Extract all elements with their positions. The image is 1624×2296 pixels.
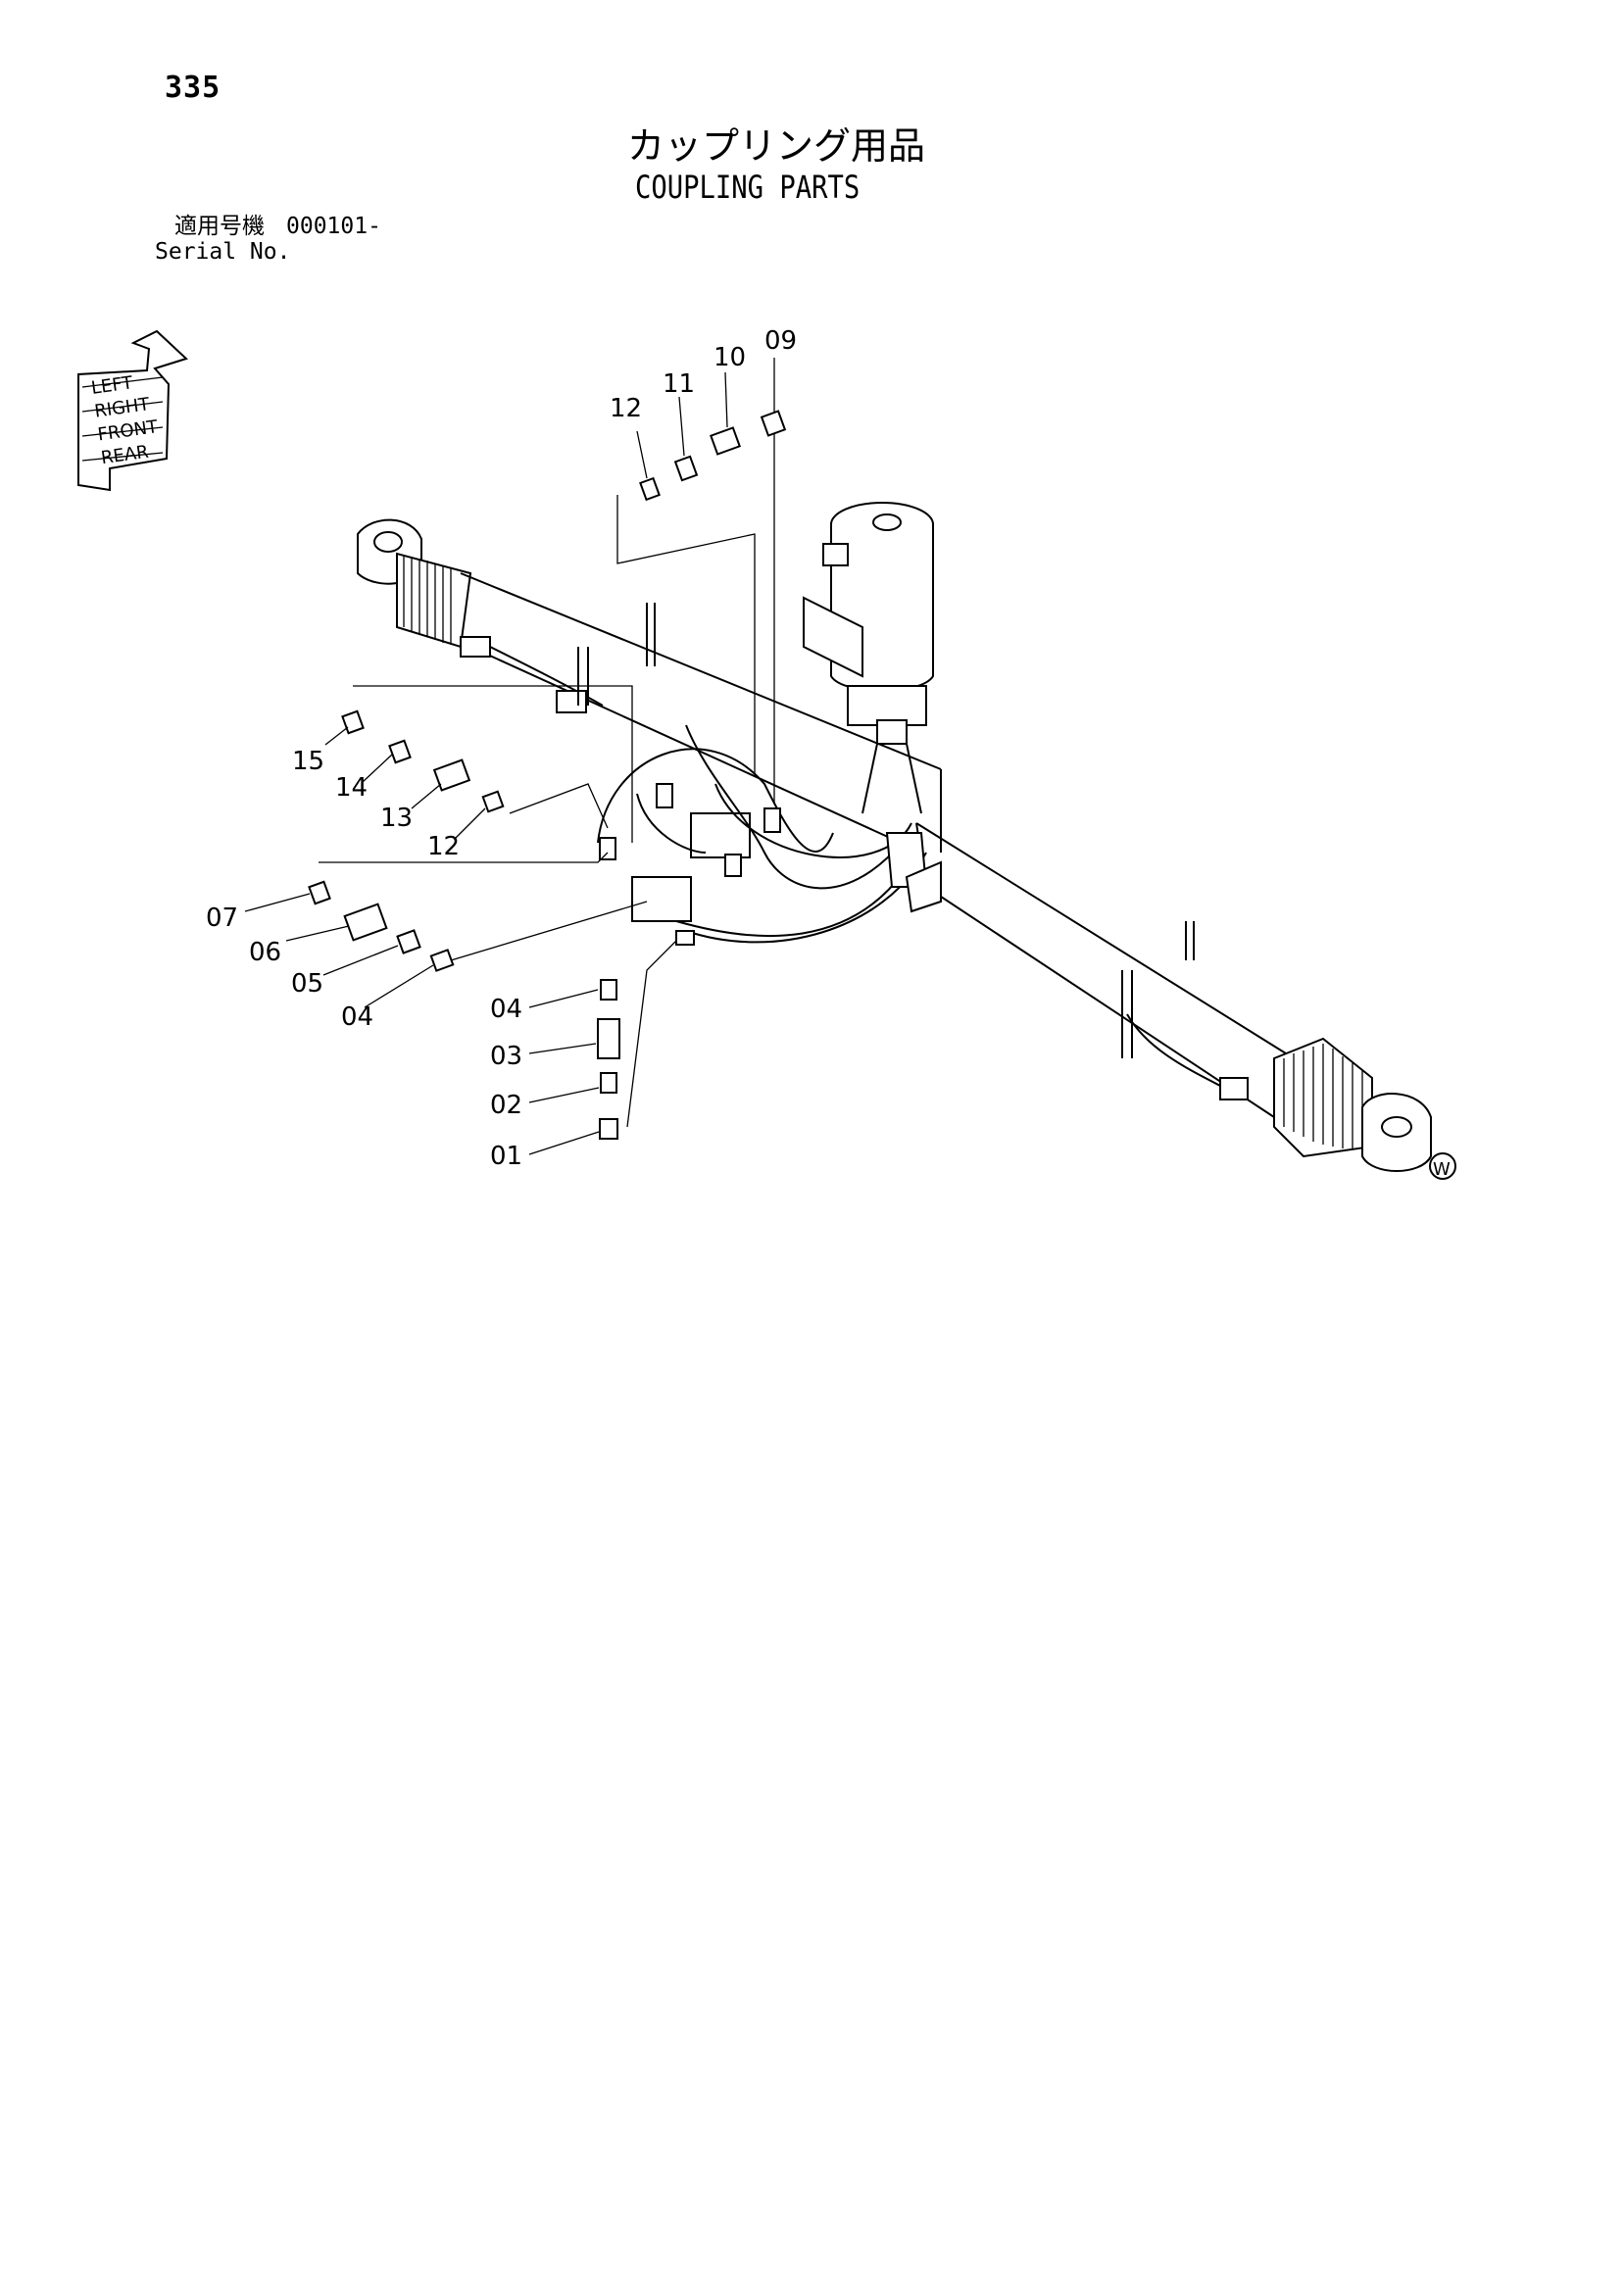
direction-word-front: FRONT	[96, 416, 160, 445]
callout-09: 09	[764, 326, 797, 356]
direction-word-left: LEFT	[90, 372, 135, 399]
marker-w: W	[1433, 1159, 1451, 1180]
callout-11: 11	[663, 369, 695, 399]
callout-14: 14	[335, 773, 368, 803]
direction-word-rear: REAR	[100, 442, 150, 469]
callout-01: 01	[490, 1142, 522, 1171]
left-cylinder	[357, 518, 942, 853]
callout-15: 15	[292, 747, 324, 776]
serial-label-japanese: 適用号機	[174, 214, 265, 239]
serial-block: 適用号機 000101- Serial No.	[155, 214, 381, 265]
title-japanese: カップリング用品	[627, 124, 926, 168]
leader-lines	[319, 431, 775, 1128]
callout-labels: 12 11 10 09 15 14 13 12 07 06 05 04 04 0…	[206, 326, 797, 1171]
page-number: 335	[165, 71, 221, 105]
callout-12-top: 12	[610, 394, 642, 423]
swivel-motor	[803, 502, 934, 814]
hose-assembly	[597, 724, 942, 946]
serial-label-english: Serial No.	[155, 239, 291, 265]
callout-02: 02	[490, 1091, 522, 1120]
callout-06: 06	[249, 938, 281, 967]
callout-13: 13	[380, 804, 413, 833]
callout-04-left: 04	[341, 1002, 373, 1032]
fittings-01-04	[597, 979, 620, 1140]
callout-10: 10	[714, 343, 746, 372]
callout-leaders	[244, 358, 775, 1155]
direction-icon: LEFT RIGHT FRONT REAR	[77, 329, 188, 492]
callout-07: 07	[206, 904, 238, 933]
callout-03: 03	[490, 1042, 522, 1071]
callout-12-mid: 12	[427, 832, 460, 861]
fittings-12-15	[341, 709, 505, 813]
fittings-09-12	[639, 410, 787, 502]
fittings-04-07	[308, 880, 455, 972]
callout-05: 05	[291, 969, 323, 999]
callout-04-stack: 04	[490, 995, 522, 1024]
right-cylinder: W	[915, 822, 1456, 1180]
title-english: COUPLING PARTS	[635, 169, 861, 206]
serial-value: 000101-	[286, 214, 381, 239]
